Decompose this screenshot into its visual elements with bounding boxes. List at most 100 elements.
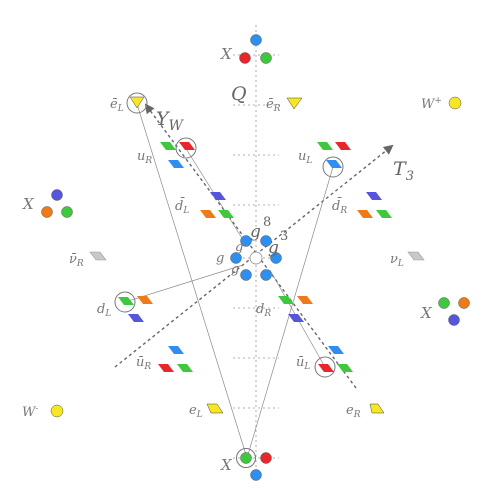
line-x-to-uL [246, 166, 334, 459]
d-L: dL [97, 291, 153, 322]
w-plus-sup: + [434, 96, 442, 106]
x-top-label: X [220, 45, 233, 63]
e-R: eR [346, 403, 385, 420]
blue-dot [250, 469, 262, 481]
green-flag [337, 364, 353, 372]
guide-lines [233, 25, 279, 480]
u-L-top: uL [298, 142, 351, 178]
blue-dot [240, 269, 252, 281]
y-w-axis [144, 103, 357, 389]
ring [322, 156, 344, 178]
gluon-cluster: g 8 g 3 g g g [216, 215, 288, 281]
e-L: eL [189, 403, 224, 420]
blue-flag [328, 346, 344, 354]
orange-dot [41, 206, 53, 218]
red-flag [335, 142, 351, 150]
e-bar-R-label: ēR [266, 97, 281, 114]
red-dot [260, 452, 272, 464]
orange-flag [357, 210, 373, 218]
x-bottom-group: X [220, 448, 272, 481]
t3-axis-label: T3 [393, 158, 414, 184]
ring [236, 448, 256, 468]
ring [126, 92, 148, 114]
red-flag [179, 142, 195, 150]
orange-flag [297, 296, 313, 304]
g3-glyph: g [268, 238, 279, 258]
red-dot [239, 52, 251, 64]
orange-flag [200, 210, 216, 218]
t3-main: T [393, 158, 407, 180]
green-flag [160, 142, 176, 150]
w-plus: W+ [421, 96, 462, 112]
yellow-flag [129, 96, 145, 109]
x-bottom-label: X [220, 456, 233, 474]
purple-flag [288, 314, 304, 322]
green-flag [118, 297, 134, 305]
green-flag [177, 364, 193, 372]
u-bar-R-label: ūR [136, 355, 151, 372]
e-L-label: eL [189, 403, 203, 420]
d-R-label: dR [256, 302, 271, 319]
w-plus-main: W [421, 97, 436, 112]
ring [314, 356, 336, 378]
purple-dot [448, 314, 460, 326]
blue-flag [168, 346, 184, 354]
gray-flag [89, 251, 107, 261]
g8-glyph: g [250, 222, 261, 242]
green-flag [218, 210, 234, 218]
d-bar-R-label: d̄R [332, 197, 347, 216]
ring [175, 137, 197, 159]
blue-dot [270, 252, 282, 264]
purple-flag [366, 192, 382, 200]
x-left-group: X [22, 189, 73, 218]
yellow-flag [286, 97, 303, 110]
w-minus: W- [22, 404, 64, 420]
y-w-axis-label: YW [156, 108, 185, 134]
blue-flag [326, 160, 342, 168]
blue-flag [168, 160, 184, 168]
green-dot [260, 52, 272, 64]
d-L-label: dL [97, 302, 111, 319]
nu-L: νL [390, 251, 425, 269]
d-bar-L: d̄L [175, 192, 234, 218]
d-bar-L-label: d̄L [175, 197, 189, 216]
x-right-label: X [420, 304, 433, 322]
nu-bar-R-label: ν̄R [69, 252, 84, 269]
y-w-sub: W [169, 118, 185, 134]
g-overlap-glyph: g [235, 240, 243, 255]
e-bar-L-label: ēL [110, 97, 124, 114]
yellow-dot [50, 404, 64, 418]
orange-flag [137, 296, 153, 304]
green-flag [376, 210, 392, 218]
e-bar-L: ēL [110, 92, 148, 114]
green-dot [438, 297, 450, 309]
x-left-label: X [22, 195, 35, 213]
blue-dot [230, 252, 242, 264]
e-R-label: eR [346, 403, 361, 420]
w-minus-main: W [22, 405, 37, 420]
u-bar-L-label: ūL [296, 355, 310, 372]
u-R-top-label: uR [137, 149, 152, 166]
y-w-main: Y [156, 108, 171, 130]
e-bar-R: ēR [266, 97, 303, 114]
blue-dot [250, 34, 262, 46]
u-bar-R: ūR [136, 346, 193, 372]
green-flag [317, 142, 333, 150]
center-dot [249, 251, 263, 265]
orange-dot [458, 297, 470, 309]
purple-dot [51, 189, 63, 201]
t3-axis [114, 144, 394, 368]
nu-L-label: νL [390, 252, 404, 269]
green-flag [278, 296, 294, 304]
g8-number: 8 [263, 215, 271, 230]
d-bar-R: d̄R [332, 192, 392, 218]
line-dL-to-gluon [124, 264, 244, 303]
u-R-top: uR [137, 137, 197, 168]
yellow-dot [448, 96, 462, 110]
green-dot [61, 206, 73, 218]
blue-dot [260, 269, 272, 281]
nu-bar-R: ν̄R [69, 251, 107, 269]
gray-flag [407, 251, 425, 261]
u-bar-L: ūL [296, 346, 353, 378]
